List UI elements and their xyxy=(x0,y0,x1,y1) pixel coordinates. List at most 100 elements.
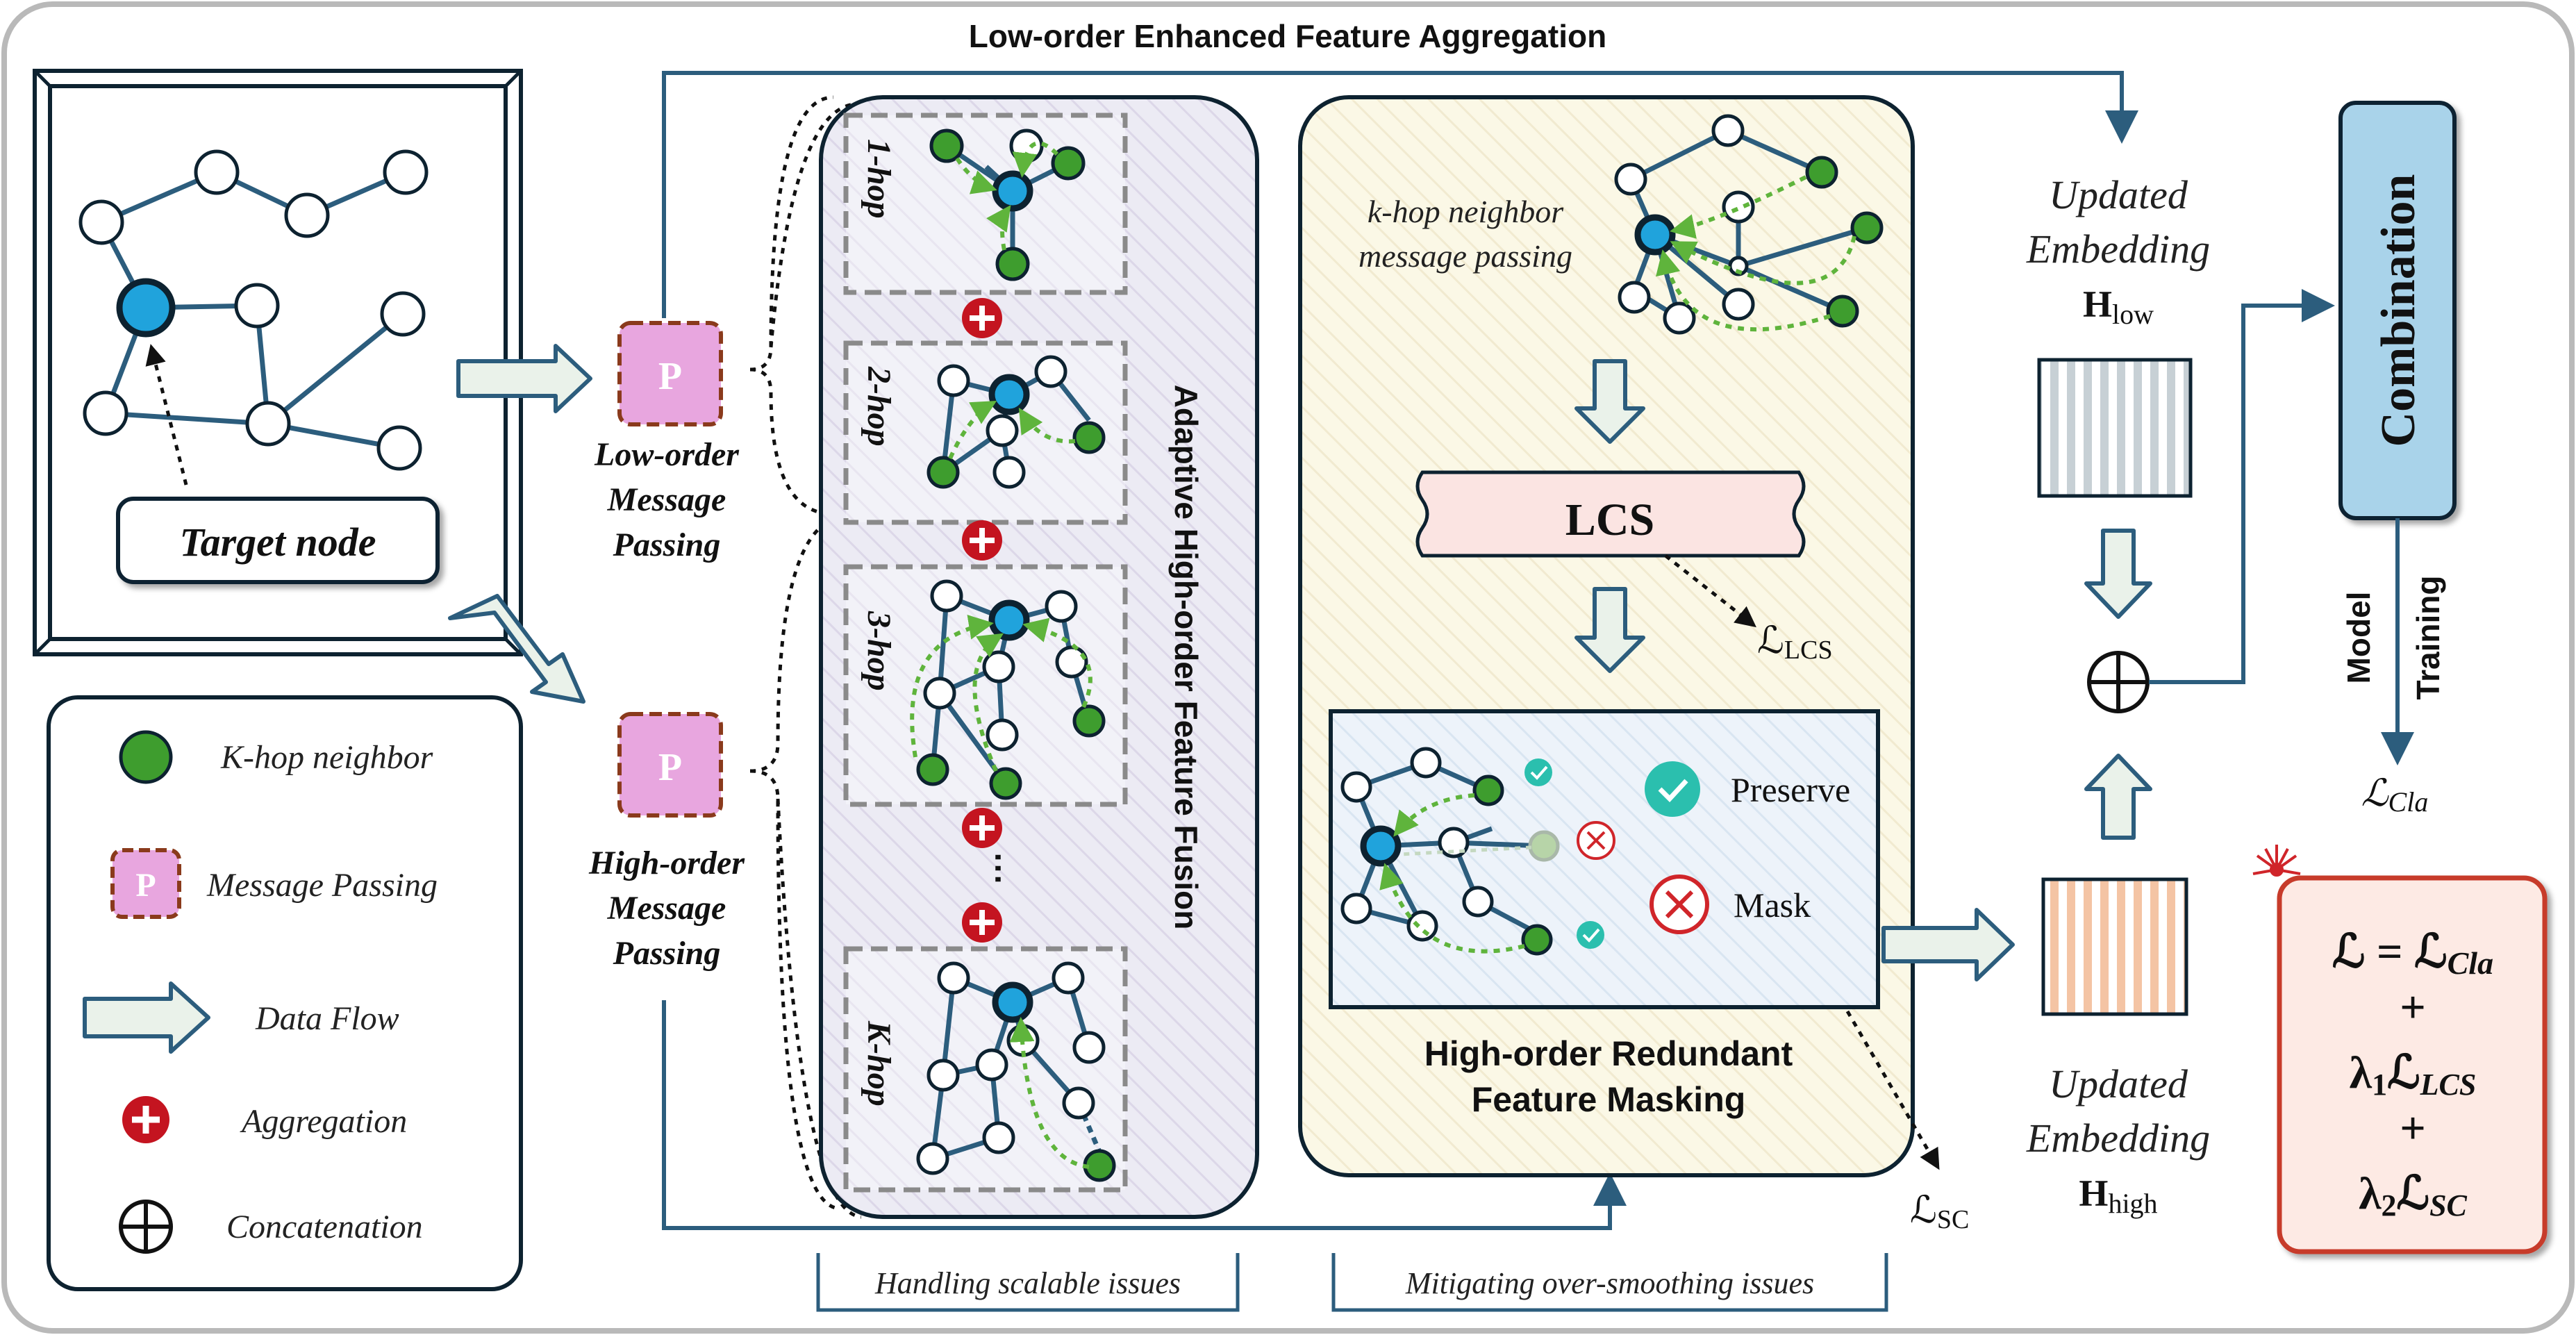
high-order-flow-line xyxy=(662,1000,1627,1230)
handling-label: Handling scalable issues xyxy=(874,1266,1181,1300)
hop-box-1: 1-hop xyxy=(843,113,1128,295)
h-low-label: Hlow xyxy=(2083,283,2154,330)
graph-node xyxy=(376,425,422,471)
high-order-label-2: Message xyxy=(607,890,726,927)
aggregation-plus-3 xyxy=(962,808,1002,848)
hop-box-2: 2-hop xyxy=(843,340,1128,525)
brace-low-2 xyxy=(769,102,855,348)
data-flow-icon xyxy=(83,981,210,1054)
low-order-flow-line xyxy=(662,71,2138,318)
aggregation-plus-4 xyxy=(962,902,1002,943)
p-box-high xyxy=(617,712,723,818)
target-node xyxy=(116,278,176,338)
ellipsis: ⋯ xyxy=(980,852,1017,885)
graph-node xyxy=(194,149,240,195)
updated-embedding-low: Updated Embedding Hlow xyxy=(2026,172,2210,498)
high-order-label-1: High-order xyxy=(588,845,745,881)
mitigating-label-box: Mitigating over-smoothing issues xyxy=(1331,1253,1888,1312)
message-passing-icon xyxy=(110,848,181,919)
hop-box-k: K-hop xyxy=(843,946,1128,1193)
p-glyph: P xyxy=(135,867,156,904)
preserve-icon xyxy=(1645,761,1700,817)
loss-line-2: λ1ℒLCS xyxy=(2350,1047,2477,1102)
aggregation-plus-1 xyxy=(962,298,1002,338)
p-glyph-high: P xyxy=(658,746,682,789)
high-order-label-3: Passing xyxy=(613,935,721,972)
data-flow-arrow-high xyxy=(448,594,585,704)
concat-symbol xyxy=(2087,651,2150,713)
model-training-2: Training xyxy=(2410,576,2446,700)
hop-box-3: 3-hop xyxy=(843,564,1128,807)
khop-graph xyxy=(1614,114,1884,335)
loss-plus-2: + xyxy=(2400,1103,2426,1154)
target-node-label: Target node xyxy=(179,520,376,565)
updated-low-1: Updated xyxy=(2049,172,2188,217)
aggregation-plus-2 xyxy=(962,520,1002,561)
khop-caption-1: k-hop neighbor xyxy=(1368,194,1564,229)
down-arrow-1 xyxy=(1574,359,1645,444)
title: Low-order Enhanced Feature Aggregation xyxy=(969,18,1606,54)
masking-inner-box: Preserve Mask xyxy=(1329,709,1880,1009)
lcs-box xyxy=(1415,470,1806,558)
loss-formula-box: ℒ = ℒCla + λ1ℒLCS + λ2ℒSC xyxy=(2252,845,2548,1254)
legend-data-flow: Data Flow xyxy=(255,1000,399,1037)
legend-aggregation: Aggregation xyxy=(240,1103,407,1140)
preserve-small-icon xyxy=(1577,921,1604,949)
legend-message-passing: Message Passing xyxy=(206,867,438,904)
target-node-label-box xyxy=(116,497,440,584)
loss-sc: ℒSC xyxy=(1910,1189,1969,1234)
graph-node xyxy=(78,199,124,245)
loss-line-1: ℒ = ℒCla xyxy=(2332,927,2493,981)
hop-label-k: K-hop xyxy=(861,1020,897,1106)
graph-node xyxy=(83,390,128,436)
brace-low xyxy=(749,95,840,516)
preserve-label: Preserve xyxy=(1731,770,1850,809)
graph-node xyxy=(383,149,429,195)
down-arrow-2 xyxy=(1574,587,1645,673)
handling-label-box: Handling scalable issues xyxy=(816,1253,1240,1312)
p-glyph-low: P xyxy=(658,355,682,398)
masking-title-1: High-order Redundant xyxy=(1424,1034,1793,1073)
high-order-message-passing: P High-order Message Passing xyxy=(588,712,745,972)
legend-concatenation: Concatenation xyxy=(226,1209,423,1245)
brace-high-2 xyxy=(776,798,862,1219)
firework-icon xyxy=(2252,845,2301,877)
updated-low-2: Embedding xyxy=(2026,226,2210,272)
updated-high-2: Embedding xyxy=(2026,1116,2210,1161)
legend-khop-neighbor: K-hop neighbor xyxy=(220,739,433,776)
data-flow-arrow-low xyxy=(456,344,592,413)
mitigating-label: Mitigating over-smoothing issues xyxy=(1405,1266,1814,1300)
legend: K-hop neighbor P Message Passing Data Fl… xyxy=(47,695,523,1291)
loss-cla: ℒCla xyxy=(2361,772,2429,818)
input-graph-panel: Target node xyxy=(33,69,523,656)
loss-plus-1: + xyxy=(2400,982,2426,1033)
h-high-label: Hhigh xyxy=(2079,1172,2157,1219)
loss-lcs: ℒLCS xyxy=(1757,620,1833,665)
h-high-matrix xyxy=(2041,877,2188,1016)
p-box-low xyxy=(617,321,723,426)
hop-label-2: 2-hop xyxy=(861,366,897,447)
khop-caption-2: message passing xyxy=(1358,238,1572,274)
updated-embedding-high: Updated Embedding Hhigh xyxy=(2026,877,2210,1219)
updated-high-1: Updated xyxy=(2049,1061,2188,1106)
fusion-panel: 1-hop 2-hop xyxy=(819,95,1259,1219)
lcs-label: LCS xyxy=(1565,495,1654,545)
low-order-label-2: Message xyxy=(607,481,726,518)
masking-title-2: Feature Masking xyxy=(1472,1080,1746,1119)
up-arrow-hhigh xyxy=(2084,754,2152,840)
low-order-label-3: Passing xyxy=(613,526,721,563)
preserve-small-icon xyxy=(1524,758,1552,786)
fusion-title: Adaptive High-order Feature Fusion xyxy=(1168,385,1204,930)
combination-label: Combination xyxy=(2372,174,2425,447)
masking-panel: k-hop neighbor message passing LCS ℒLCS xyxy=(1298,95,1915,1177)
input-graph-edges xyxy=(99,169,407,451)
hop-label-1: 1-hop xyxy=(861,139,897,219)
graph-node xyxy=(284,192,330,238)
low-order-message-passing: P Low-order Message Passing xyxy=(594,321,740,563)
neighbor-icon xyxy=(119,730,173,784)
low-order-label-1: Low-order xyxy=(594,436,740,473)
h-low-matrix xyxy=(2037,358,2193,498)
combination-box: Combination xyxy=(2338,101,2457,520)
graph-node xyxy=(234,283,280,329)
